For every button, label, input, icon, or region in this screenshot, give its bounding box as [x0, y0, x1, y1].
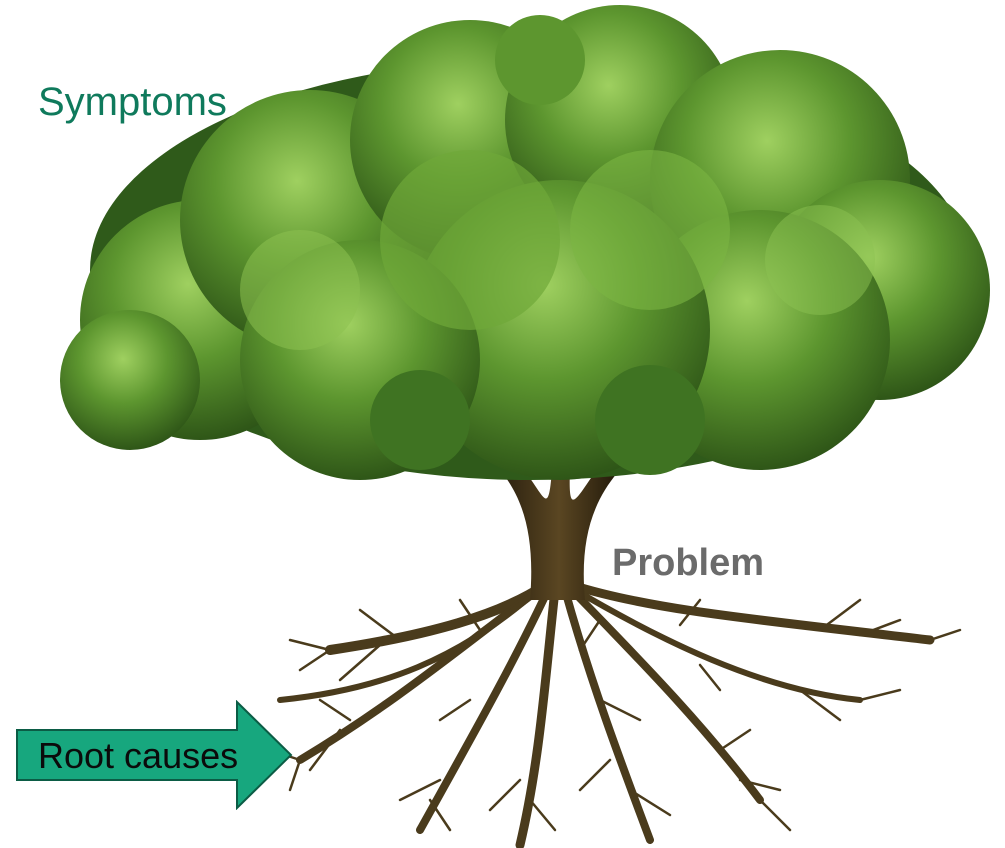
symptoms-label: Symptoms: [38, 80, 227, 125]
root-causes-label: Root causes: [38, 735, 238, 777]
roots-group: [270, 585, 960, 845]
problem-label: Problem: [612, 542, 764, 585]
foliage-group: [60, 5, 990, 480]
